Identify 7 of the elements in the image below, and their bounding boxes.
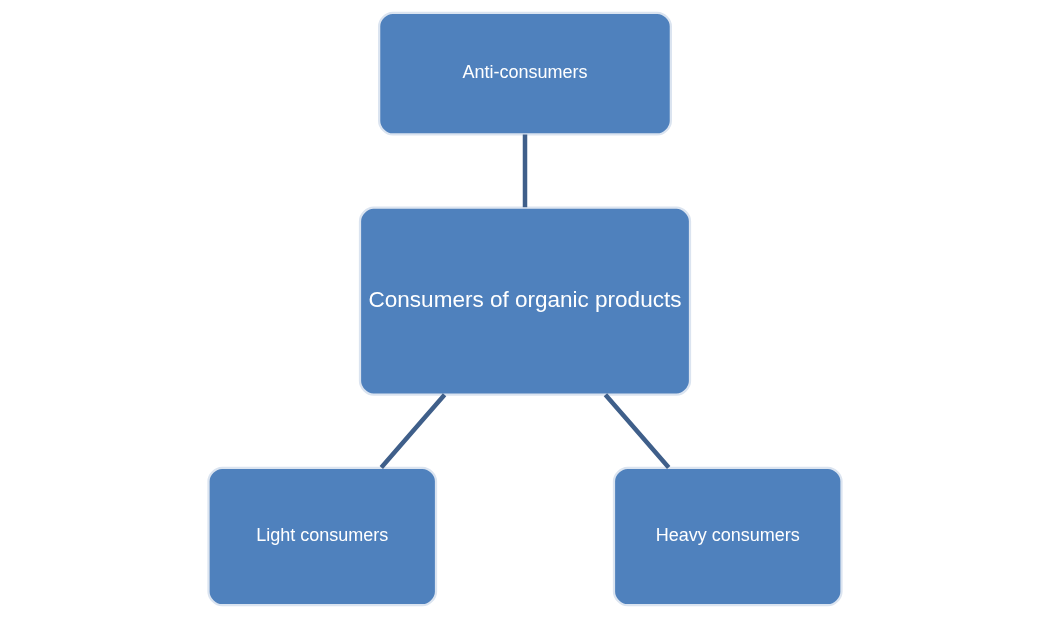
- node-box: Consumers of organic products: [358, 206, 691, 396]
- connector: [603, 393, 670, 469]
- connector: [379, 393, 446, 469]
- connector: [522, 134, 527, 208]
- node-box: Light consumers: [206, 466, 437, 607]
- node-box: Anti-consumers: [377, 11, 672, 136]
- node-box: Heavy consumers: [612, 466, 843, 607]
